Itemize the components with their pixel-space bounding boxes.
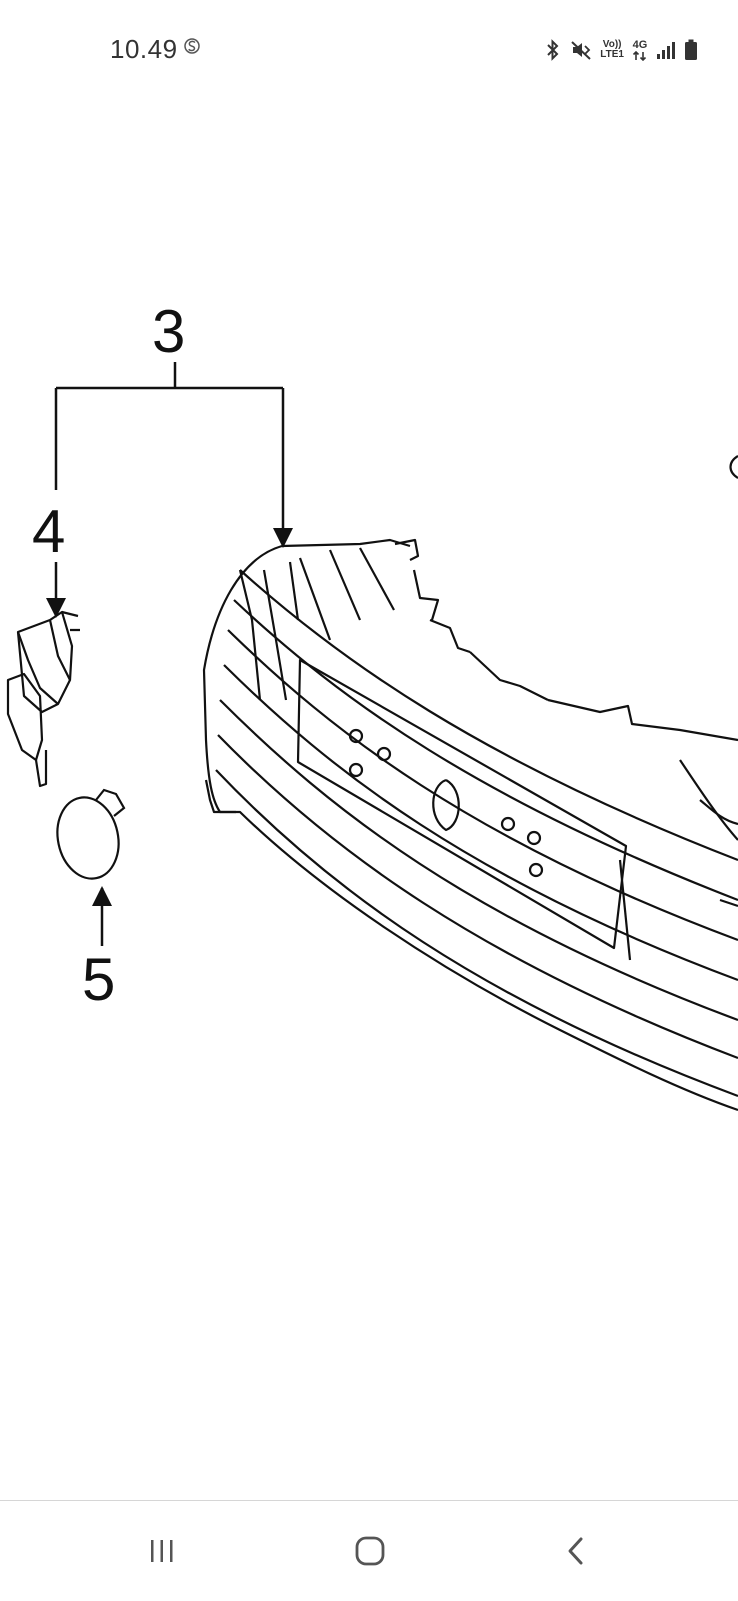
callout-4-label: 4: [32, 498, 65, 565]
parts-diagram: 3 4 5: [0, 100, 738, 1500]
callout-4: 4: [32, 498, 65, 616]
part-4-bracket: [8, 612, 80, 786]
signal-icon: [656, 40, 676, 60]
edge-fragment: [731, 456, 738, 478]
battery-icon: [684, 39, 698, 61]
navigation-bar: [0, 1500, 738, 1601]
back-button[interactable]: [546, 1523, 606, 1579]
samsung-s-icon: [184, 36, 200, 56]
callout-5: 5: [82, 888, 115, 1013]
part-5-cap: [50, 790, 126, 884]
volte-icon: Vo)) LTE1: [600, 40, 624, 60]
recent-apps-icon: [147, 1538, 177, 1564]
status-bar: 10.49 Vo)) LTE1 4G: [0, 0, 738, 100]
callout-3: 3: [56, 298, 283, 546]
status-icons: Vo)) LTE1 4G: [544, 36, 698, 64]
recent-apps-button[interactable]: [132, 1523, 192, 1579]
back-icon: [564, 1535, 588, 1567]
volte-line2: LTE1: [600, 50, 624, 60]
callout-5-label: 5: [82, 946, 115, 1013]
mute-vibrate-icon: [570, 39, 592, 61]
status-time: 10.49: [110, 34, 178, 65]
bluetooth-icon: [544, 39, 562, 61]
network-type: 4G: [632, 40, 648, 51]
callout-3-label: 3: [152, 298, 185, 365]
network-4g-icon: 4G: [632, 40, 648, 61]
home-button[interactable]: [340, 1523, 400, 1579]
home-icon: [354, 1535, 386, 1567]
part-3-grille: [204, 540, 738, 1110]
